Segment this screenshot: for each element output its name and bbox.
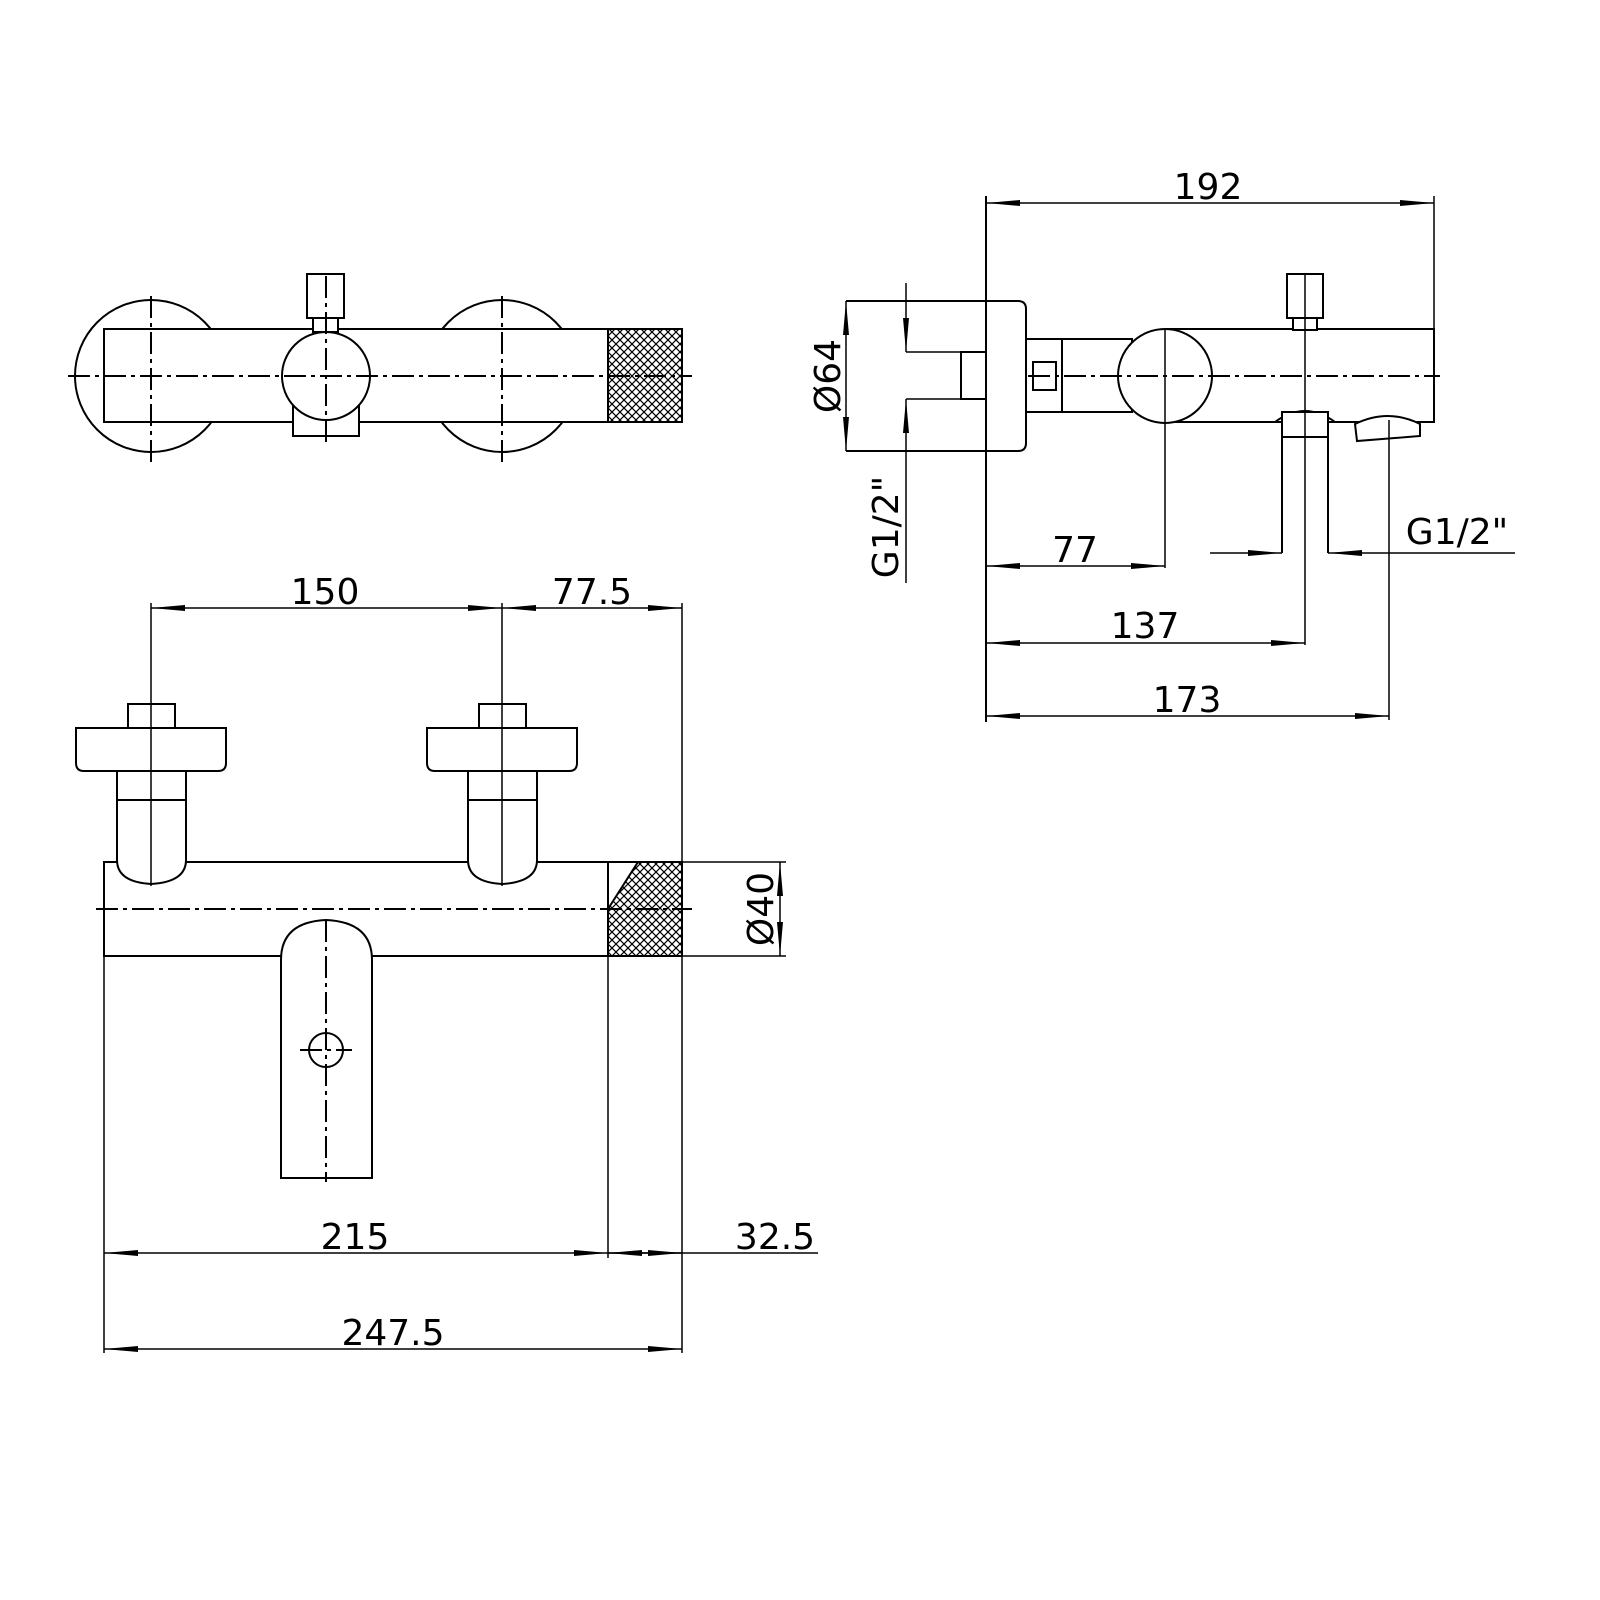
dim-label-247-5: 247.5 <box>341 1313 444 1354</box>
dim-label-137: 137 <box>1111 606 1180 647</box>
inlet-nut <box>960 351 987 400</box>
dim-label-inlet-thread: G1/2" <box>866 476 907 578</box>
side-view: 192 Ø64 G1/2" G1/2" 77 137 173 <box>808 167 1515 722</box>
dim-label-173: 173 <box>1153 680 1222 721</box>
dim-label-77: 77 <box>1052 530 1098 571</box>
top-view <box>68 273 692 466</box>
dim-label-32-5: 32.5 <box>735 1217 815 1258</box>
dim-label-outlet-thread: G1/2" <box>1406 512 1508 553</box>
dim-label-192: 192 <box>1174 167 1243 208</box>
dim-label-150: 150 <box>291 572 360 613</box>
dim-label-77-5: 77.5 <box>552 572 632 613</box>
dim-label-body-diameter: Ø40 <box>741 872 782 946</box>
spout-lip <box>1353 415 1421 443</box>
dim-label-plate-diameter: Ø64 <box>808 339 849 413</box>
wall-plate <box>846 300 1027 452</box>
front-view: 150 77.5 Ø40 215 32.5 247.5 <box>75 572 818 1354</box>
dim-label-215: 215 <box>321 1217 390 1258</box>
